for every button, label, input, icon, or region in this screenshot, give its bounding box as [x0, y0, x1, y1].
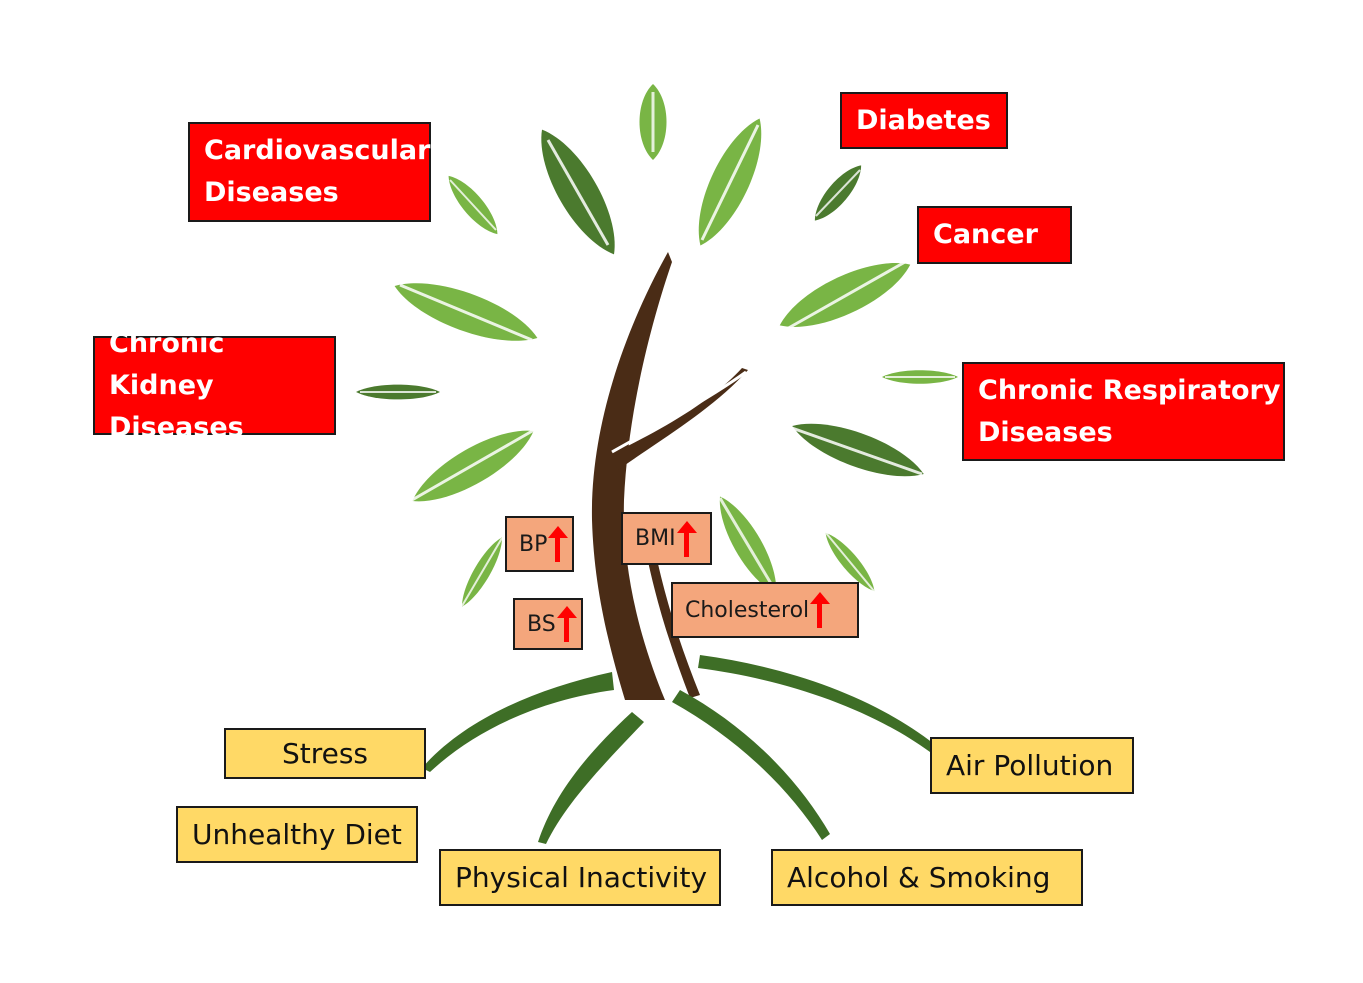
- air-pollution-label: Air Pollution: [930, 737, 1134, 794]
- bmi-marker: BMI: [621, 512, 712, 565]
- bmi-label: BMI: [635, 526, 676, 551]
- up-arrow-icon: [556, 606, 577, 642]
- bp-label: BP: [519, 531, 548, 557]
- stress-label: Stress: [224, 728, 426, 779]
- unhealthy-diet-label: Unhealthy Diet: [176, 806, 418, 863]
- cholesterol-label: Cholesterol: [685, 597, 810, 623]
- up-arrow-icon: [548, 526, 569, 562]
- roots: [422, 655, 934, 844]
- cardiovascular-diseases-label: Cardiovascular Diseases: [188, 122, 431, 222]
- bs-marker: BS: [513, 598, 583, 650]
- bs-label: BS: [527, 611, 556, 637]
- cancer-label: Cancer: [917, 206, 1072, 264]
- chronic-respiratory-diseases-label: Chronic Respiratory Diseases: [962, 362, 1285, 461]
- up-arrow-icon: [810, 592, 831, 628]
- cholesterol-marker: Cholesterol: [671, 582, 859, 638]
- leaves: [356, 84, 958, 611]
- alcohol-smoking-label: Alcohol & Smoking: [771, 849, 1083, 906]
- chronic-kidney-diseases-label: Chronic Kidney Diseases: [93, 328, 336, 443]
- bp-marker: BP: [505, 516, 574, 572]
- physical-inactivity-label: Physical Inactivity: [439, 849, 721, 906]
- diabetes-label: Diabetes: [840, 92, 1008, 149]
- up-arrow-icon: [676, 520, 697, 557]
